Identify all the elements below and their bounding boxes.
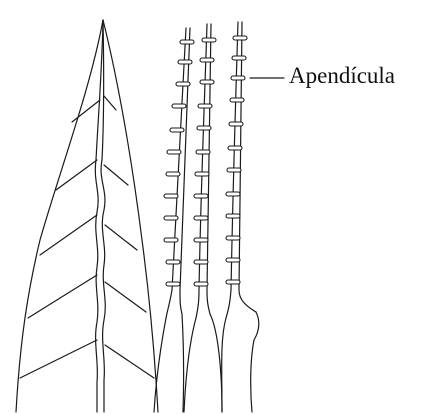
appendicule (228, 146, 242, 150)
appendicule (232, 56, 246, 60)
leaf-vein (104, 96, 116, 110)
leaf-midvein (101, 20, 105, 412)
hair-base (222, 318, 226, 412)
leaf-vein (56, 160, 97, 190)
hair-base (154, 318, 166, 412)
appendicule (194, 194, 208, 198)
leaf-vein (20, 340, 97, 378)
appendicule (172, 104, 186, 108)
appendicule (164, 216, 178, 220)
hair-shaft (180, 28, 190, 314)
appendicule (231, 76, 245, 80)
appendicule (200, 58, 214, 62)
hair-base (210, 314, 222, 412)
appendicule (198, 104, 212, 108)
leaf-vein (40, 215, 97, 255)
leaf-vein (72, 100, 100, 122)
appendicule (226, 214, 240, 218)
appendicule (195, 172, 209, 176)
appendicule (229, 122, 243, 126)
appendicule (170, 128, 184, 132)
appendicule (233, 36, 247, 40)
appendicule (200, 80, 214, 84)
appendicule (194, 238, 208, 242)
appendicule (197, 126, 211, 130)
appendicule (176, 82, 190, 86)
appendicule (230, 98, 244, 102)
hair-1 (154, 28, 194, 412)
appendicule (166, 260, 180, 264)
leaf-vein (104, 165, 128, 185)
leaf-outline-left (16, 20, 103, 412)
appendicule-label: Apendícula (289, 64, 395, 87)
appendicule (226, 236, 240, 240)
hair-base (251, 312, 259, 412)
leaf-blade (16, 20, 158, 412)
appendicule (178, 60, 192, 64)
hair-shaft (196, 24, 207, 318)
appendicule (226, 258, 240, 262)
appendicule (180, 40, 194, 44)
appendicule (226, 192, 240, 196)
appendicule (194, 216, 208, 220)
appendicule (226, 280, 240, 284)
hair-3 (222, 22, 259, 412)
hair-base (182, 314, 184, 412)
leaf-vein (105, 282, 146, 312)
appendicule (202, 38, 216, 42)
hair-shaft (207, 24, 211, 314)
leaf-vein (105, 345, 154, 378)
appendicule (194, 260, 208, 264)
appendicule (196, 150, 210, 154)
appendicule (227, 168, 241, 172)
appendicule (166, 172, 180, 176)
hair-shaft (239, 22, 256, 312)
appendicule (166, 282, 180, 286)
leaf-outline-right (103, 20, 158, 412)
appendicule (164, 194, 178, 198)
appendicule (167, 150, 181, 154)
leaf-vein (28, 275, 97, 318)
hair-base (184, 318, 196, 412)
appendicule (164, 238, 178, 242)
appendicule (194, 282, 208, 286)
leaf-vein (105, 225, 137, 250)
